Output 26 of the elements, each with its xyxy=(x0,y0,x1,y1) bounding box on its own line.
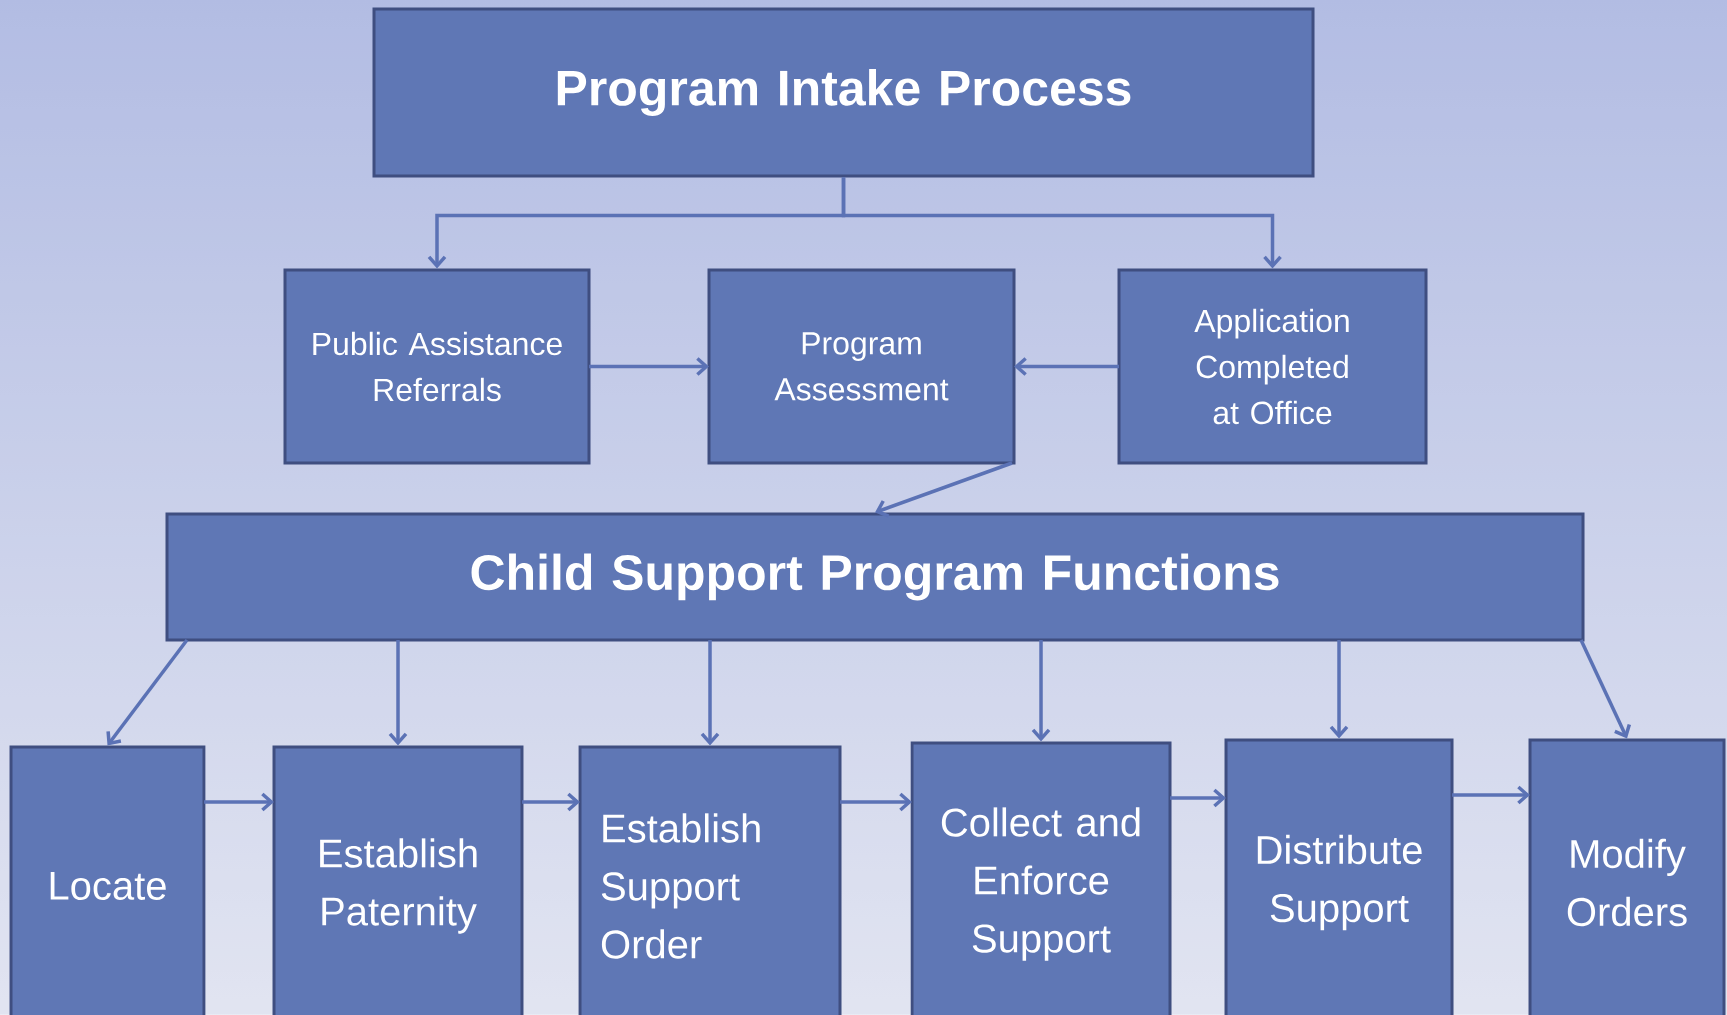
arrow xyxy=(1579,639,1631,739)
arrow xyxy=(589,357,709,376)
process-box: Establish Support Order xyxy=(578,745,842,1015)
process-box: Locate xyxy=(9,745,206,1015)
process-box: Distribute Support xyxy=(1224,738,1454,1015)
process-box: Application Completed at Office xyxy=(1117,268,1428,465)
arrow xyxy=(875,461,1013,518)
arrow xyxy=(204,792,274,812)
process-box: Public Assistance Referrals xyxy=(283,268,591,465)
process-box: Program Assessment xyxy=(707,268,1016,465)
arrow xyxy=(700,640,720,746)
arrow xyxy=(840,792,912,812)
arrow xyxy=(1452,785,1530,805)
arrow xyxy=(522,792,580,812)
arrow xyxy=(1329,640,1349,739)
arrow xyxy=(841,177,1282,269)
arrow xyxy=(106,638,189,746)
arrow xyxy=(1170,788,1226,808)
arrow xyxy=(1014,357,1119,376)
title-box: Program Intake Process xyxy=(372,7,1315,178)
title-box: Child Support Program Functions xyxy=(165,512,1585,642)
process-box: Modify Orders xyxy=(1528,738,1726,1015)
process-box: Establish Paternity xyxy=(272,745,524,1015)
arrow xyxy=(388,640,408,746)
process-box: Collect and Enforce Support xyxy=(910,741,1172,1015)
arrow xyxy=(1031,640,1051,742)
